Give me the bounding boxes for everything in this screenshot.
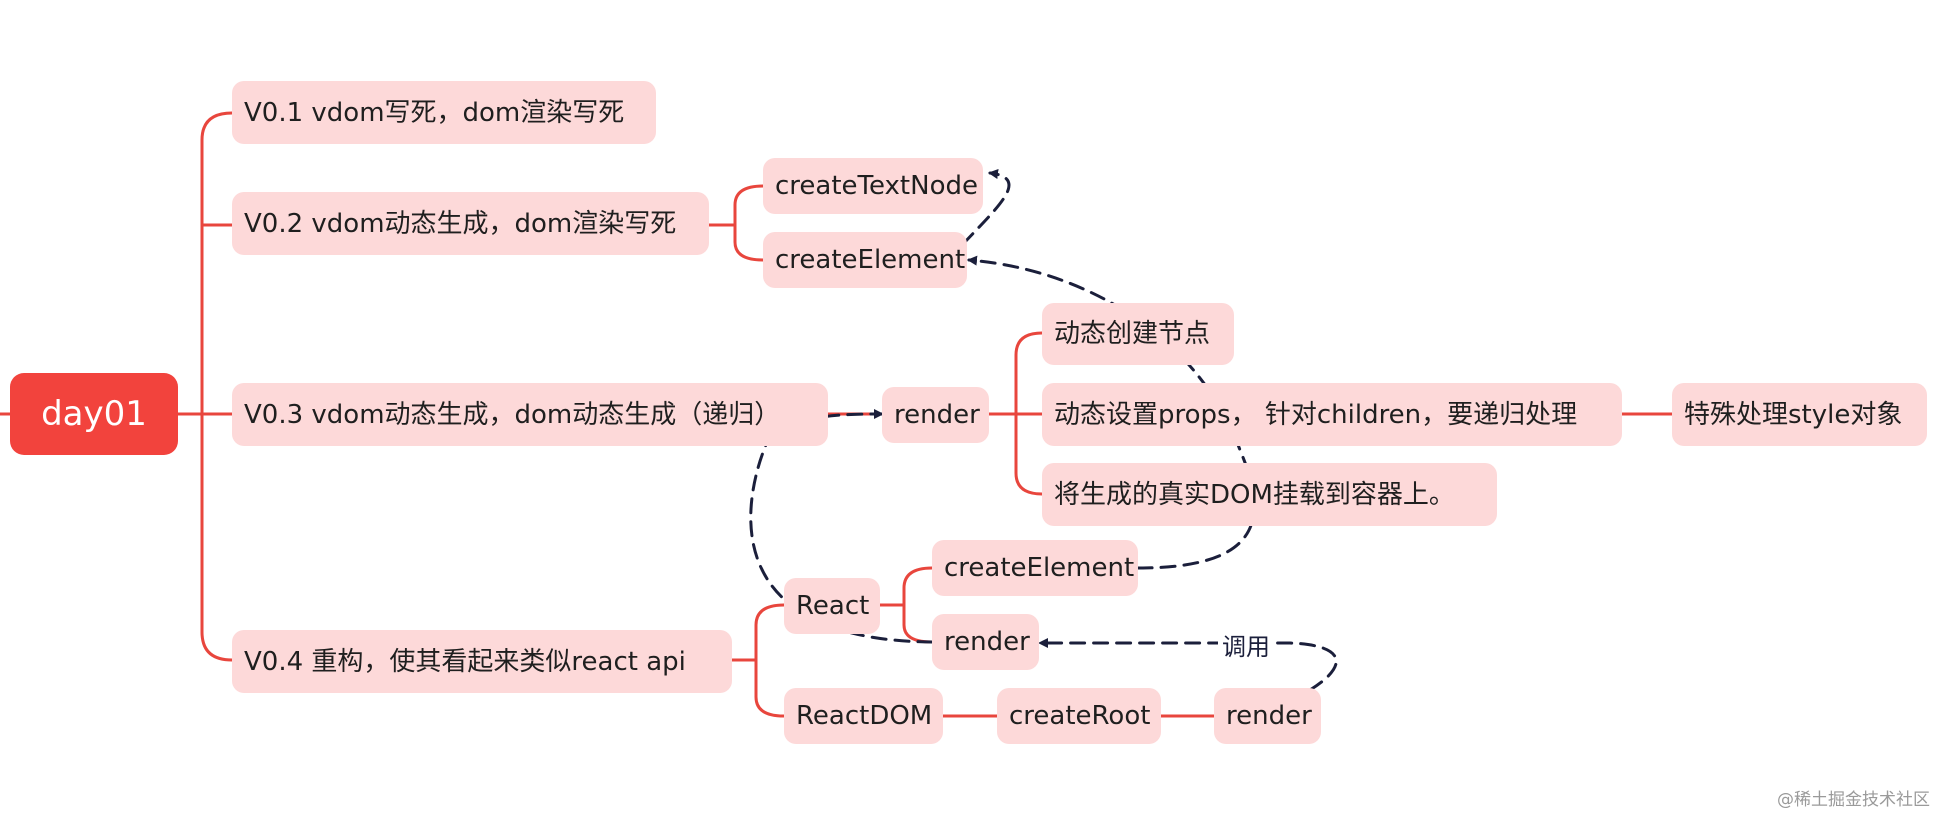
node-v03: V0.3 vdom动态生成，dom动态生成（递归） xyxy=(232,383,828,446)
node-step-set-props: 动态设置props， 针对children，要递归处理 xyxy=(1042,383,1622,446)
node-v01: V0.1 vdom写死，dom渲染写死 xyxy=(232,81,656,144)
node-step-create-nodes-label: 动态创建节点 xyxy=(1054,319,1211,349)
node-step-style-object: 特殊处理style对象 xyxy=(1672,383,1927,446)
node-v02: V0.2 vdom动态生成，dom渲染写死 xyxy=(232,192,709,255)
node-react-create-element: createElement xyxy=(932,540,1138,596)
node-react-label: React xyxy=(796,591,870,621)
node-step-set-props-label: 动态设置props， 针对children，要递归处理 xyxy=(1054,399,1578,430)
node-react-render-label: render xyxy=(944,627,1030,657)
node-create-text-node-label: createTextNode xyxy=(775,171,978,201)
node-react-dom: ReactDOM xyxy=(784,688,943,744)
node-create-text-node: createTextNode xyxy=(763,158,983,214)
node-render: render xyxy=(882,387,989,443)
node-react-create-element-label: createElement xyxy=(944,553,1135,583)
dashed-root-render-to-react-render xyxy=(1038,638,1338,692)
edge-v04-children xyxy=(754,603,786,718)
dashed-react-createelement-to-createelement xyxy=(967,255,1256,570)
node-create-root-label: createRoot xyxy=(1009,701,1151,731)
node-create-element-label: createElement xyxy=(775,245,966,275)
node-step-style-object-label: 特殊处理style对象 xyxy=(1684,399,1903,430)
node-root-render: render xyxy=(1214,688,1321,744)
node-react-render: render xyxy=(932,614,1039,670)
edge-v02-children xyxy=(733,184,765,262)
root-node-day01: day01 xyxy=(10,373,178,455)
node-v02-label: V0.2 vdom动态生成，dom渲染写死 xyxy=(244,208,677,239)
node-step-mount-label: 将生成的真实DOM挂载到容器上。 xyxy=(1054,479,1455,510)
node-step-create-nodes: 动态创建节点 xyxy=(1042,303,1234,365)
node-v03-label: V0.3 vdom动态生成，dom动态生成（递归） xyxy=(244,399,781,430)
call-edge-label: 调用 xyxy=(1218,627,1274,662)
node-create-element: createElement xyxy=(763,232,967,288)
edge-react-children xyxy=(902,566,934,644)
node-v04: V0.4 重构，使其看起来类似react api xyxy=(232,630,732,693)
node-v04-label: V0.4 重构，使其看起来类似react api xyxy=(244,646,686,677)
node-react: React xyxy=(784,578,880,634)
watermark: @稀土掘金技术社区 xyxy=(1777,790,1930,810)
node-react-dom-label: ReactDOM xyxy=(796,701,933,731)
node-root-render-label: render xyxy=(1226,701,1312,731)
node-render-label: render xyxy=(894,400,980,430)
node-step-mount: 将生成的真实DOM挂载到容器上。 xyxy=(1042,463,1497,526)
node-create-root: createRoot xyxy=(997,688,1161,744)
edge-trunk xyxy=(200,111,234,662)
node-v01-label: V0.1 vdom写死，dom渲染写死 xyxy=(244,97,625,128)
root-label: day01 xyxy=(41,394,147,434)
